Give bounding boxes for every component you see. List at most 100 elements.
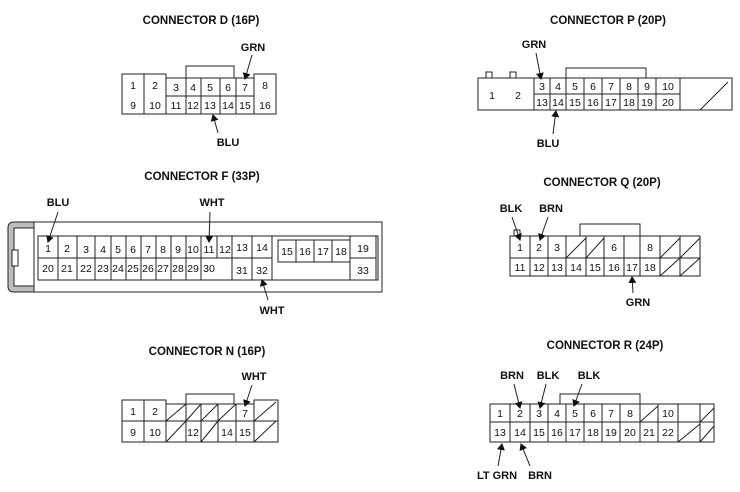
pin-label: 13 <box>236 242 248 254</box>
connector-f-pins-row-2: 20 21 22 23 24 25 26 27 28 29 30 31 32 3… <box>42 263 369 277</box>
pin-label: 18 <box>335 246 347 258</box>
pin-label: 4 <box>554 408 560 420</box>
connector-n-wire-wht: WHT <box>241 371 267 407</box>
arrow-icon <box>551 110 560 135</box>
pin-label: 33 <box>357 265 369 277</box>
connector-n-body: 1 2 7 9 10 12 14 15 <box>121 393 279 443</box>
pin-label: 10 <box>149 100 161 112</box>
pin-label: 3 <box>554 242 560 254</box>
pin-label: 9 <box>175 244 181 256</box>
pin-label: 9 <box>130 427 136 439</box>
pin-label: 20 <box>662 97 674 109</box>
pin-label: 6 <box>611 242 617 254</box>
pin-label: 18 <box>644 262 656 274</box>
connector-d-wire-grn: GRN <box>241 42 265 80</box>
wire-label: BRN <box>500 370 524 382</box>
connector-r-pins-row-2: 13 14 15 16 17 18 19 20 21 22 <box>494 427 674 439</box>
pin-label: 17 <box>605 97 617 109</box>
pin-label: 15 <box>569 97 581 109</box>
connector-q-title: CONNECTOR Q (20P) <box>543 177 661 189</box>
wire-label: BLK <box>500 203 523 215</box>
connector-f-wire-blu: BLU <box>46 197 69 243</box>
pin-label: 20 <box>42 263 54 275</box>
pin-label: 27 <box>157 263 169 275</box>
wire-label: WHT <box>259 305 284 317</box>
pin-label: 10 <box>662 81 674 93</box>
connector-q-pins-row-2: 11 12 13 14 15 16 17 18 <box>515 262 656 274</box>
pin-label: 5 <box>572 408 578 420</box>
wire-label: LT GRN <box>477 470 517 482</box>
connector-f-wire-wht-bottom: WHT <box>259 279 285 317</box>
pin-label: 14 <box>514 427 526 439</box>
wire-label: BRN <box>528 470 552 482</box>
pin-label: 16 <box>299 246 311 258</box>
connector-q-wire-blk: BLK <box>500 203 523 241</box>
pin-label: 16 <box>608 262 620 274</box>
pin-label: 28 <box>172 263 184 275</box>
connector-n-pins-row-2: 9 10 12 14 15 <box>130 427 251 439</box>
pin-label: 26 <box>142 263 154 275</box>
arrow-icon <box>210 114 219 134</box>
arrow-icon <box>496 443 505 467</box>
pin-label: 10 <box>149 427 161 439</box>
connector-d-body: 1 2 3 4 5 6 7 8 9 10 11 12 13 14 15 16 <box>121 65 277 115</box>
pin-label: 11 <box>515 262 526 274</box>
connector-n-title: CONNECTOR N (16P) <box>149 346 266 358</box>
pin-label: 10 <box>662 408 674 420</box>
pin-label: 23 <box>97 263 109 275</box>
arrow-icon <box>535 52 544 80</box>
pin-label: 16 <box>259 100 271 112</box>
pin-label: 31 <box>236 265 248 277</box>
arrow-icon <box>519 443 531 467</box>
pin-label: 9 <box>130 100 136 112</box>
pin-label: 7 <box>145 244 151 256</box>
connector-f-wire-wht-top: WHT <box>199 197 225 243</box>
pin-label: 9 <box>644 81 650 93</box>
pin-label: 2 <box>536 242 542 254</box>
pin-label: 3 <box>173 82 179 94</box>
pin-label: 6 <box>590 81 596 93</box>
pin-label: 21 <box>643 427 655 439</box>
connector-q-pins-row-1: 1 2 3 6 8 <box>517 242 653 254</box>
pin-label: 3 <box>536 408 542 420</box>
pin-label: 15 <box>533 427 545 439</box>
pin-label: 8 <box>647 242 653 254</box>
arrow-icon <box>46 211 59 243</box>
connector-f-title: CONNECTOR F (33P) <box>144 171 260 183</box>
connector-p-title: CONNECTOR P (20P) <box>550 15 666 27</box>
arrow-icon <box>205 211 214 243</box>
pin-label: 19 <box>357 243 369 255</box>
pin-label: 22 <box>80 263 92 275</box>
connector-q-wire-grn: GRN <box>626 276 650 309</box>
pin-label: 10 <box>187 244 199 256</box>
pin-label: 7 <box>242 82 248 94</box>
connector-q: CONNECTOR Q (20P) 1 2 3 6 8 11 12 13 14 … <box>500 177 701 309</box>
pin-label: 15 <box>281 246 293 258</box>
pin-label: 6 <box>130 244 136 256</box>
pin-label: 32 <box>256 265 268 277</box>
pin-label: 8 <box>627 408 633 420</box>
pin-label: 12 <box>187 427 199 439</box>
pin-label: 13 <box>494 427 506 439</box>
pin-label: 29 <box>187 263 199 275</box>
pin-label: 6 <box>225 82 231 94</box>
connector-r-wire-brn-bottom: BRN <box>519 443 552 482</box>
pin-label: 14 <box>552 97 564 109</box>
pin-label: 8 <box>626 81 632 93</box>
connector-d-title: CONNECTOR D (16P) <box>143 15 260 27</box>
arrow-icon <box>538 216 549 241</box>
connector-n-pins-row-1: 1 2 7 <box>130 406 248 420</box>
pin-label: 1 <box>489 90 495 102</box>
connector-p-wire-blu: BLU <box>537 110 560 150</box>
pin-label: 8 <box>262 80 268 92</box>
pin-label: 1 <box>45 243 51 255</box>
pin-label: 4 <box>190 82 196 94</box>
connector-d-pins-row-2: 9 10 11 12 13 14 15 16 <box>130 100 271 112</box>
pin-label: 1 <box>130 406 136 418</box>
arrow-icon <box>511 216 522 241</box>
pin-label: 22 <box>662 427 674 439</box>
pin-label: 13 <box>536 97 548 109</box>
connector-d-grid <box>166 78 254 114</box>
connector-p-wire-grn: GRN <box>522 39 546 80</box>
